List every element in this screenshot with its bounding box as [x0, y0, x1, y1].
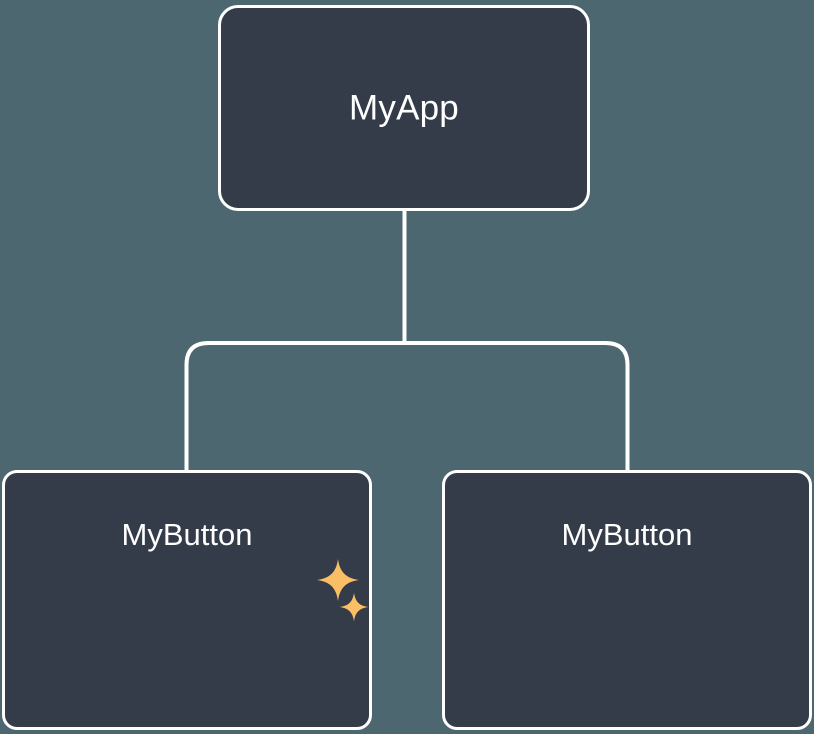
node-mybutton-0-title: MyButton — [121, 517, 253, 552]
node-myapp-title: MyApp — [349, 88, 459, 128]
node-mybutton-1[interactable]: MyButton — [442, 470, 812, 730]
node-myapp[interactable]: MyApp — [218, 5, 590, 211]
node-mybutton-1-title: MyButton — [561, 517, 693, 552]
node-mybutton-0[interactable]: MyButton — [2, 470, 372, 730]
connector-child-bus — [184, 341, 630, 470]
